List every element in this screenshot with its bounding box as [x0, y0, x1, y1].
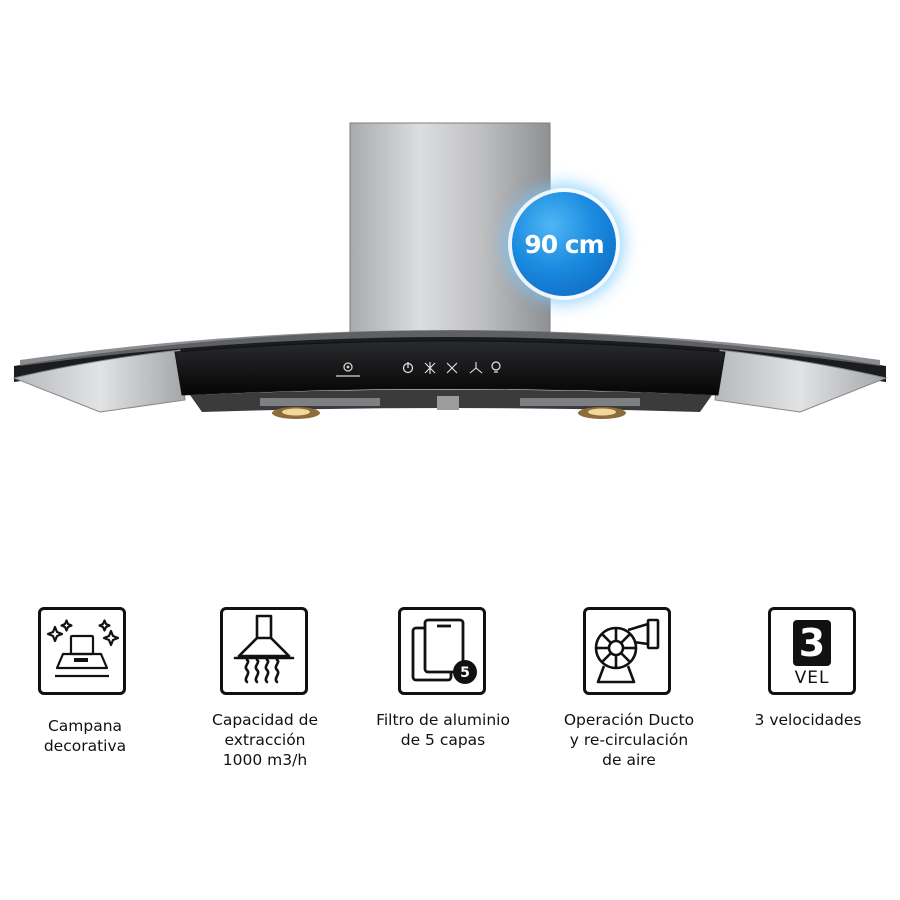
- light-button-icon[interactable]: [491, 361, 501, 373]
- feature-label-capacity: Capacidad de extracción 1000 m3/h: [212, 711, 318, 769]
- hood-control-panel: [174, 340, 726, 396]
- hood-right-wing: [714, 349, 888, 413]
- aluminum-filter-icon: 5: [398, 607, 486, 695]
- feature-label-decorative: Campana decorativa: [43, 717, 127, 755]
- speed-icon: 3 VEL: [768, 607, 856, 695]
- filter-layer-badge: [453, 660, 477, 684]
- size-badge-text: 90 cm: [524, 229, 604, 259]
- duct-blower-icon: [583, 607, 671, 695]
- product-image: 90 cm: [12, 122, 888, 419]
- speed-count: 3: [793, 620, 831, 666]
- feature-label-filter: Filtro de aluminio de 5 capas: [376, 711, 510, 749]
- power-button-icon[interactable]: [402, 362, 414, 374]
- feature-label-duct: Operación Ducto y re-circulación de aire: [563, 711, 695, 769]
- extraction-capacity-icon: [220, 607, 308, 695]
- feature-label-speeds: 3 velocidades: [754, 711, 862, 729]
- fan-speed-3-icon[interactable]: [469, 362, 483, 374]
- speed-abbrev: VEL: [794, 668, 830, 688]
- brand-logo: [336, 362, 360, 377]
- size-badge: 90 cm: [512, 192, 616, 296]
- fan-speed-1-icon[interactable]: [424, 362, 436, 374]
- filter-layer-count: 5: [460, 665, 470, 681]
- range-hood-illustration: [12, 122, 888, 419]
- fan-speed-2-icon[interactable]: [446, 362, 458, 374]
- hood-left-wing: [12, 349, 186, 413]
- decorative-hood-icon: [38, 607, 126, 695]
